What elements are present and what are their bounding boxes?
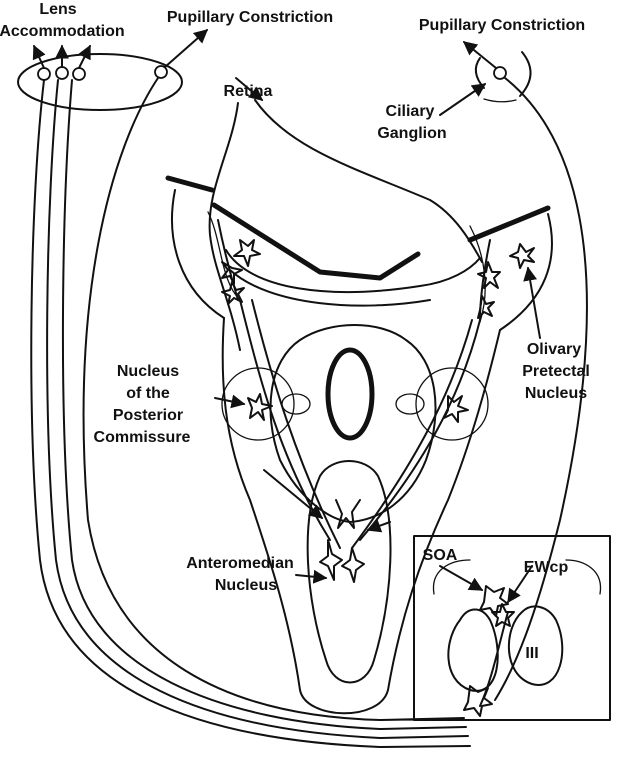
label-ciliary: Ciliary xyxy=(386,103,435,120)
label-accommodation: Accommodation xyxy=(0,23,125,40)
label-npc-commissure: Commissure xyxy=(94,429,191,446)
label-lens: Lens xyxy=(39,1,76,18)
tectum-outline xyxy=(165,175,553,331)
retina-fibers xyxy=(208,77,483,351)
label-pupillary-constriction-left: Pupillary Constriction xyxy=(167,9,333,26)
label-pretectal: Pretectal xyxy=(522,363,590,380)
anteromedian-nucleus xyxy=(295,460,392,684)
right-ciliary-ganglion xyxy=(439,41,532,116)
left-ciliary-ganglion xyxy=(17,29,209,111)
olivary-pretectal-nuclei xyxy=(207,211,535,323)
left-motor-fibers xyxy=(30,77,471,748)
cerebral-aqueduct xyxy=(325,347,375,441)
pretectal-to-edinger-fibers xyxy=(239,299,481,549)
aqueduct-region xyxy=(269,324,437,523)
label-pointers xyxy=(214,266,541,409)
label-soa: SOA xyxy=(423,547,458,564)
oculomotor-inset xyxy=(379,535,611,721)
label-olivary-nucleus: Nucleus xyxy=(525,385,587,402)
right-olivary-neurons xyxy=(477,243,535,319)
label-ewcp: EWcp xyxy=(524,559,569,576)
right-motor-fiber xyxy=(494,77,588,701)
label-anteromedian-nucleus: Nucleus xyxy=(215,577,277,594)
label-pupillary-constriction-right: Pupillary Constriction xyxy=(419,17,585,34)
label-ganglion: Ganglion xyxy=(377,125,446,142)
label-npc-of-the: of the xyxy=(126,385,170,402)
midbrain-lower-outline xyxy=(221,317,501,715)
label-retina: Retina xyxy=(224,83,273,100)
left-olivary-neurons xyxy=(221,239,261,305)
label-npc-nucleus: Nucleus xyxy=(117,363,179,380)
label-olivary: Olivary xyxy=(527,341,581,358)
label-npc-posterior: Posterior xyxy=(113,407,183,424)
label-oculomotor-nucleus: III xyxy=(525,645,538,662)
label-anteromedian: Anteromedian xyxy=(186,555,294,572)
